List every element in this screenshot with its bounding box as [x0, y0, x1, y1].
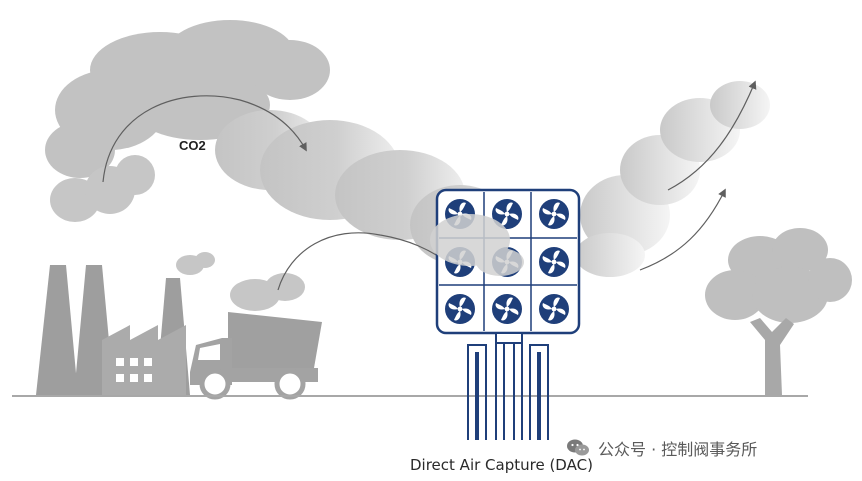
dac-pipes	[467, 332, 549, 440]
dump-truck	[190, 312, 322, 400]
tree	[705, 228, 852, 395]
fan-icon	[539, 247, 569, 277]
watermark: 公众号 · 控制阀事务所	[566, 436, 757, 460]
fan-icon	[539, 294, 569, 324]
chimney-plumes	[50, 155, 305, 311]
flow-arrows	[102, 80, 757, 291]
power-plant	[36, 265, 114, 395]
smoke-cloud-upper	[45, 20, 330, 178]
watermark-text: 公众号 · 控制阀事务所	[598, 440, 758, 459]
factory	[102, 278, 190, 395]
fan-icon	[539, 199, 569, 229]
co2-label: CO2	[179, 138, 206, 153]
dac-caption: Direct Air Capture (DAC)	[410, 456, 593, 474]
fan-icon	[492, 294, 522, 324]
fan-icon	[445, 294, 475, 324]
wechat-icon	[567, 439, 589, 456]
smoke-inflow	[430, 214, 524, 276]
